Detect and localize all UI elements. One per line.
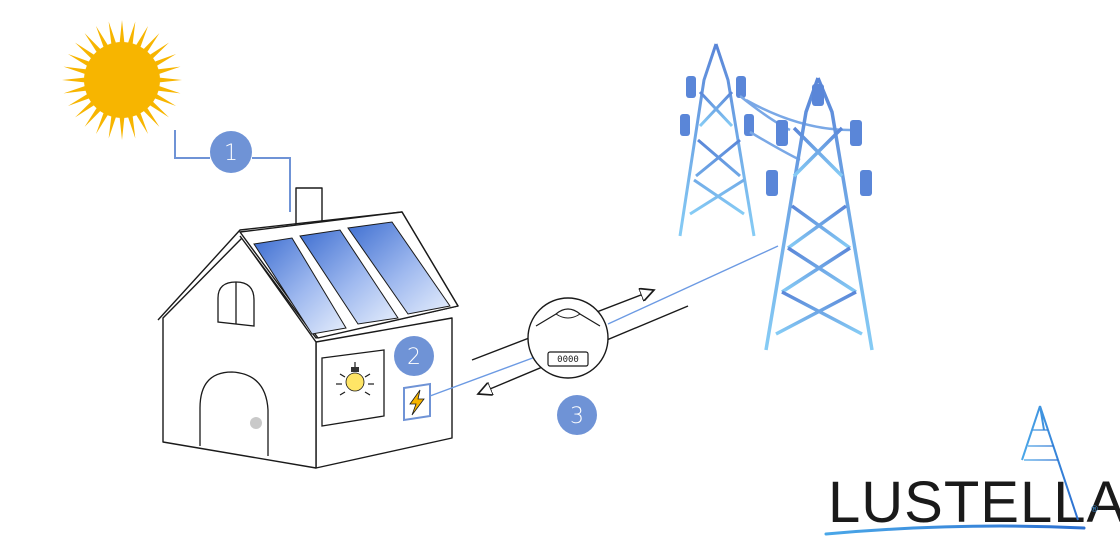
- sun-ray: [126, 21, 136, 48]
- sun-ray: [146, 99, 169, 118]
- door: [199, 371, 269, 456]
- badge-solar-label: 1: [224, 141, 238, 166]
- insulators-back: [680, 76, 754, 136]
- badge-house-label: 2: [407, 345, 421, 370]
- solar-panel: [347, 221, 451, 315]
- lightning-bolt-icon: [409, 389, 425, 416]
- badge-house: 2: [394, 336, 434, 376]
- sun-ray: [67, 53, 93, 68]
- sun-ray: [84, 33, 103, 56]
- sun-ray: [119, 20, 125, 47]
- sun-ray: [119, 113, 125, 140]
- sun-ray: [141, 33, 160, 56]
- sun-ray: [63, 66, 90, 76]
- logo-tower-mark: [1021, 405, 1079, 521]
- sun-ray: [108, 21, 118, 48]
- electric-meter: 0000: [527, 297, 609, 379]
- badge-meter-label: 3: [570, 404, 584, 429]
- light-bulb-icon: [336, 362, 374, 396]
- sun-ray: [151, 92, 177, 107]
- solar-panel: [299, 229, 399, 325]
- sun-ray: [141, 104, 160, 127]
- sun-ray: [67, 92, 93, 107]
- power-tower-back: [678, 43, 756, 238]
- room-window: [321, 349, 385, 427]
- sun-ray: [108, 112, 118, 139]
- logo-registered-mark: ®: [1090, 505, 1099, 515]
- attic-window: [217, 281, 255, 327]
- sun-ray: [154, 84, 181, 94]
- electrical-box: [403, 382, 431, 422]
- lustella-logo: LUSTELLA ®: [824, 405, 1120, 536]
- badge-solar: 1: [210, 131, 252, 173]
- logo-swoosh: [824, 524, 1086, 536]
- door-knob: [250, 417, 262, 429]
- sun-ray: [63, 84, 90, 94]
- sun-icon: [62, 20, 182, 140]
- badge-1-connector: [174, 130, 291, 212]
- sun-ray: [126, 112, 136, 139]
- solar-panels: [253, 221, 451, 335]
- sun-ray: [75, 99, 98, 118]
- sun-ray: [95, 109, 110, 135]
- sun-ray: [134, 109, 149, 135]
- sun-ray: [155, 77, 182, 83]
- sun-ray: [154, 66, 181, 76]
- sun-ray: [134, 25, 149, 51]
- grid-connection-line: [429, 245, 779, 397]
- badge-meter: 3: [557, 395, 597, 435]
- sun-ray: [84, 104, 103, 127]
- meter-display: 0000: [557, 355, 579, 365]
- sun-ray: [62, 77, 89, 83]
- solar-panel: [253, 237, 347, 335]
- insulators-front: [766, 84, 872, 196]
- sun-ray: [75, 42, 98, 61]
- sun-ray: [151, 53, 177, 68]
- sun-ray: [146, 42, 169, 61]
- sun-ray: [95, 25, 110, 51]
- power-tower-front: [762, 77, 876, 352]
